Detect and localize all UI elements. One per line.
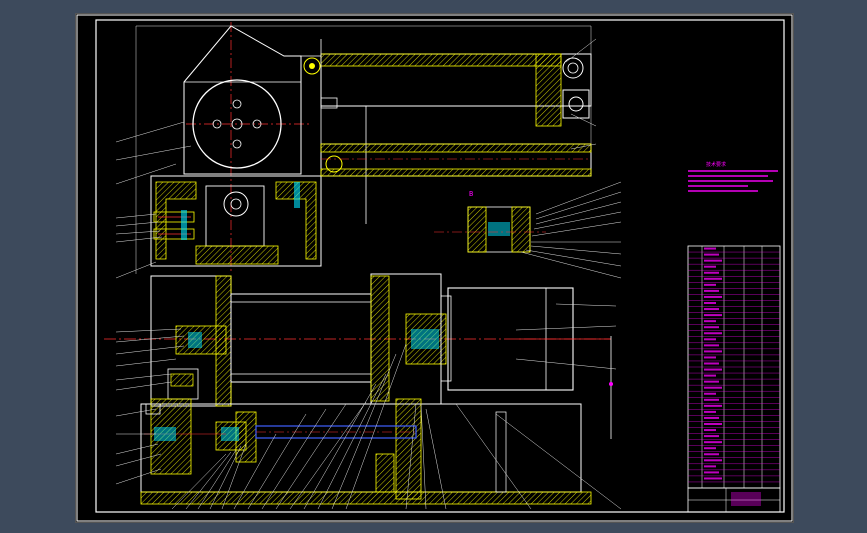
table-cell-mark bbox=[704, 386, 722, 389]
table-cell-mark bbox=[704, 423, 722, 425]
table-cell-mark bbox=[704, 459, 722, 462]
table-cell-mark bbox=[704, 332, 722, 335]
top-view-group bbox=[135, 22, 592, 274]
table-cell-mark bbox=[704, 289, 719, 292]
triangle-bracket bbox=[183, 25, 302, 175]
table-cell-mark bbox=[704, 477, 722, 480]
drawing-sheet[interactable]: B bbox=[75, 13, 794, 523]
technical-notes: 技术要求 bbox=[688, 161, 778, 192]
table-cell-mark bbox=[704, 350, 722, 353]
table-cell-mark bbox=[704, 465, 716, 468]
table-cell-mark bbox=[704, 308, 719, 311]
table-cell-mark bbox=[704, 410, 716, 413]
table-cell-mark bbox=[704, 344, 719, 347]
table-cell-mark bbox=[704, 441, 722, 444]
leader-lines-left bbox=[115, 121, 622, 510]
table-cell-mark bbox=[704, 302, 716, 304]
table-cell-mark bbox=[704, 338, 716, 341]
table-cell-mark bbox=[704, 416, 719, 419]
disk-icon bbox=[192, 79, 282, 169]
table-cell-mark bbox=[704, 265, 716, 268]
table-cell-mark bbox=[704, 326, 719, 329]
notes-title: 技术要求 bbox=[706, 161, 726, 168]
table-cell-mark bbox=[704, 314, 722, 317]
table-cell-mark bbox=[704, 447, 716, 450]
table-cell-mark bbox=[704, 368, 722, 371]
arm-view-group bbox=[301, 39, 592, 224]
sheet-inner-frame bbox=[95, 19, 785, 513]
table-cell-mark bbox=[704, 398, 719, 401]
table-cell-mark bbox=[704, 374, 716, 377]
table-cell-mark bbox=[704, 435, 719, 438]
table-cell-mark bbox=[704, 271, 719, 274]
main-section-group bbox=[104, 273, 613, 505]
table-cell-mark bbox=[704, 362, 719, 365]
table-cell-mark bbox=[704, 253, 719, 256]
table-cell-mark bbox=[704, 404, 722, 407]
leader-lines-right bbox=[515, 38, 622, 370]
table-cell-mark bbox=[704, 295, 722, 298]
table-cell-mark bbox=[704, 380, 719, 383]
table-cell-mark bbox=[704, 247, 716, 250]
detail-view-b: B bbox=[434, 190, 546, 253]
table-cell-mark bbox=[704, 320, 716, 323]
parts-list-table bbox=[687, 245, 781, 513]
sheet-outer-frame bbox=[76, 14, 793, 522]
drum bbox=[230, 293, 372, 383]
table-cell-mark bbox=[704, 453, 719, 456]
assembly-drawing: B bbox=[76, 14, 793, 522]
table-cell-mark bbox=[704, 259, 722, 262]
view-label: B bbox=[469, 190, 473, 198]
table-cell-mark bbox=[704, 283, 716, 286]
table-cell-mark bbox=[704, 356, 716, 359]
table-cell-mark bbox=[704, 392, 716, 395]
gear-icon bbox=[223, 191, 249, 217]
table-cell-mark bbox=[704, 471, 719, 474]
table-cell-mark bbox=[704, 429, 716, 432]
table-cell-mark bbox=[704, 277, 722, 280]
